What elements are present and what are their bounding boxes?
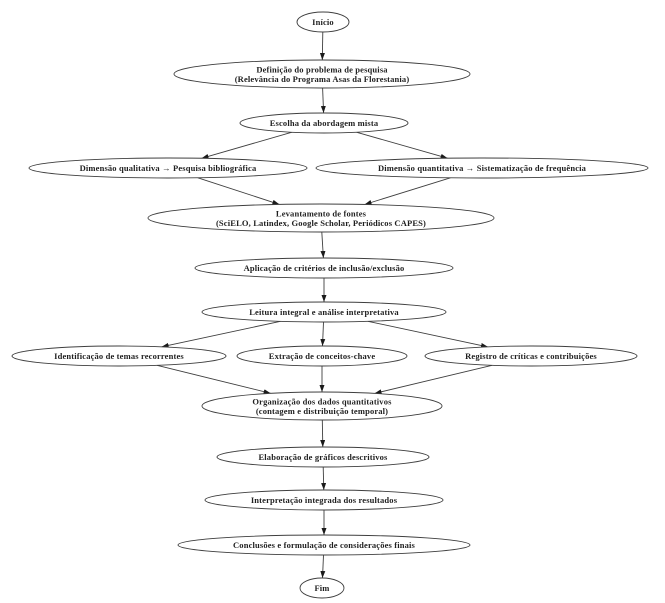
edge-qualitativa-to-levantamento bbox=[197, 177, 280, 205]
node-shape-fim bbox=[299, 577, 345, 599]
node-fim: Fim bbox=[299, 577, 345, 599]
edge-escolha-to-qualitativa bbox=[201, 131, 293, 159]
node-label-organizacao-line1: Organização dos dados quantitativos bbox=[252, 396, 392, 406]
node-label-aplicacao: Aplicação de critérios de inclusão/exclu… bbox=[244, 263, 405, 273]
node-shape-registro bbox=[424, 345, 638, 367]
edge-identificacao-to-organizacao bbox=[156, 364, 271, 395]
edge-organizacao-to-elaboracao bbox=[320, 419, 326, 448]
node-levantamento: Levantamento de fontes(SciELO, Latindex,… bbox=[147, 203, 495, 233]
node-label-extracao: Extração de conceitos-chave bbox=[269, 351, 376, 361]
node-qualitativa: Dimensão qualitativa → Pesquisa bibliogr… bbox=[28, 157, 308, 179]
node-label-inicio: Início bbox=[312, 17, 334, 27]
node-shape-qualitativa bbox=[28, 157, 308, 179]
node-shape-organizacao bbox=[201, 391, 443, 421]
node-quantitativa: Dimensão quantitativa → Sistematização d… bbox=[315, 157, 649, 179]
node-identificacao: Identificação de temas recorrentes bbox=[11, 345, 227, 367]
node-organizacao: Organização dos dados quantitativos(cont… bbox=[201, 391, 443, 421]
node-label-definicao-line1: Definição do problema de pesquisa bbox=[256, 64, 388, 74]
node-shape-levantamento bbox=[147, 203, 495, 233]
node-interpretacao: Interpretação integrada dos resultados bbox=[204, 489, 444, 511]
node-aplicacao: Aplicação de critérios de inclusão/exclu… bbox=[194, 257, 454, 279]
node-conclusoes: Conclusões e formulação de considerações… bbox=[177, 534, 471, 556]
node-shape-inicio bbox=[296, 11, 350, 33]
node-leitura: Leitura integral e análise interpretativ… bbox=[201, 301, 447, 323]
node-shape-definicao bbox=[173, 59, 471, 89]
edge-escolha-to-quantitativa bbox=[356, 131, 448, 159]
node-label-levantamento-line1: Levantamento de fontes bbox=[276, 208, 367, 218]
node-shape-aplicacao bbox=[194, 257, 454, 279]
edge-definicao-to-escolha bbox=[320, 87, 326, 114]
edge-quantitativa-to-levantamento bbox=[364, 177, 451, 205]
edge-elaboracao-to-interpretacao bbox=[321, 466, 327, 491]
edge-leitura-to-extracao bbox=[320, 321, 326, 347]
node-label-interpretacao: Interpretação integrada dos resultados bbox=[251, 495, 398, 505]
edge-leitura-to-registro bbox=[367, 320, 489, 348]
edge-levantamento-to-aplicacao bbox=[320, 231, 326, 259]
node-label-levantamento-line2: (SciELO, Latindex, Google Scholar, Perió… bbox=[216, 218, 426, 228]
node-definicao: Definição do problema de pesquisa(Relevâ… bbox=[173, 59, 471, 89]
node-label-definicao-line2: (Relevância do Programa Asas da Floresta… bbox=[235, 74, 410, 84]
edge-registro-to-organizacao bbox=[374, 364, 493, 395]
node-extracao: Extração de conceitos-chave bbox=[236, 345, 408, 367]
edge-conclusoes-to-fim bbox=[320, 554, 326, 579]
node-shape-extracao bbox=[236, 345, 408, 367]
node-label-escolha: Escolha da abordagem mista bbox=[270, 118, 379, 128]
node-elaboracao: Elaboração de gráficos descritivos bbox=[216, 446, 430, 468]
node-shape-escolha bbox=[239, 112, 409, 134]
node-label-leitura: Leitura integral e análise interpretativ… bbox=[249, 307, 399, 317]
node-shape-interpretacao bbox=[204, 489, 444, 511]
node-shape-leitura bbox=[201, 301, 447, 323]
edge-leitura-to-identificacao bbox=[161, 320, 281, 348]
node-inicio: Início bbox=[296, 11, 350, 33]
node-label-identificacao: Identificação de temas recorrentes bbox=[54, 351, 184, 361]
node-shape-conclusoes bbox=[177, 534, 471, 556]
node-label-quantitativa: Dimensão quantitativa → Sistematização d… bbox=[378, 163, 587, 173]
node-label-registro: Registro de críticas e contribuições bbox=[465, 351, 597, 361]
node-label-conclusoes: Conclusões e formulação de considerações… bbox=[233, 540, 416, 550]
edges-layer bbox=[156, 31, 493, 579]
node-shape-identificacao bbox=[11, 345, 227, 367]
node-shape-elaboracao bbox=[216, 446, 430, 468]
node-shape-quantitativa bbox=[315, 157, 649, 179]
node-registro: Registro de críticas e contribuições bbox=[424, 345, 638, 367]
node-label-organizacao-line2: (contagem e distribuição temporal) bbox=[256, 406, 388, 416]
node-label-fim: Fim bbox=[314, 583, 329, 593]
node-label-elaboracao: Elaboração de gráficos descritivos bbox=[258, 452, 388, 462]
edge-inicio-to-definicao bbox=[319, 31, 325, 61]
node-escolha: Escolha da abordagem mista bbox=[239, 112, 409, 134]
node-label-qualitativa: Dimensão qualitativa → Pesquisa bibliogr… bbox=[80, 163, 257, 173]
